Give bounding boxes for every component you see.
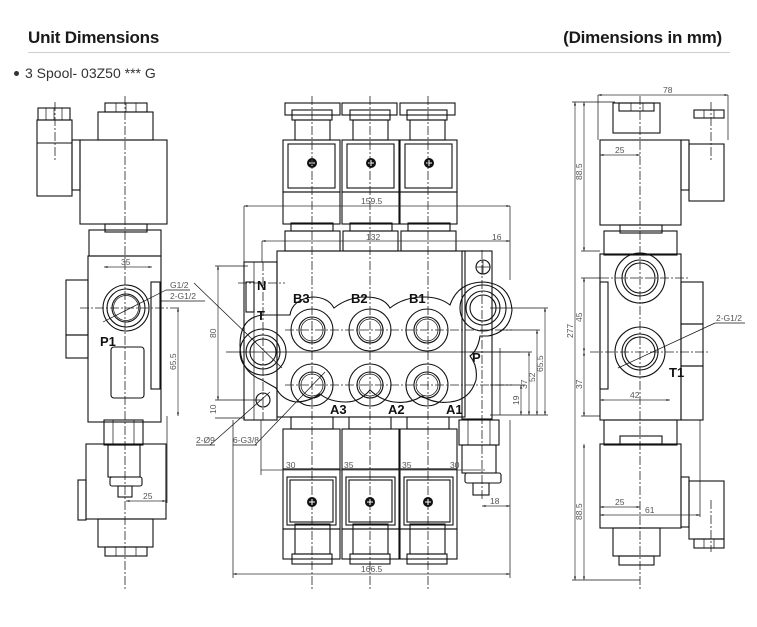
dim-left-35: 35: [121, 257, 131, 267]
port-label-b1: B1: [409, 291, 426, 306]
dim-right-277: 277: [565, 324, 575, 338]
dim-front-16: 16: [492, 232, 502, 242]
dim-right-25-bot: 25: [615, 497, 625, 507]
right-bottom-coil: [599, 443, 682, 529]
section-title: Unit Dimensions: [28, 28, 160, 47]
port-web-outline: [239, 281, 513, 403]
model-label: 3 Spool- 03Z50 *** G: [14, 65, 156, 81]
left-top-plug: [36, 119, 73, 197]
dim-front-52: 52: [527, 372, 537, 382]
bullet-icon: [14, 70, 19, 76]
dim-front-132: 132: [366, 232, 380, 242]
left-callout-g12: G1/2: [170, 280, 189, 290]
left-top-coil: [79, 139, 168, 225]
dim-front-18: 18: [490, 496, 500, 506]
dim-front-30a: 30: [286, 460, 296, 470]
port-label-b2: B2: [351, 291, 368, 306]
dim-front-37: 37: [519, 379, 529, 389]
right-top-coil: [599, 139, 682, 226]
left-callout-2g12: 2-G1/2: [170, 291, 196, 301]
front-view: N T P B3 B2 B1 A3 A2 A1: [193, 96, 548, 590]
port-label-a3: A3: [330, 402, 347, 417]
left-side-view: G1/2 2-G1/2 P1 35 65.5 25: [36, 96, 205, 590]
port-label-n: N: [257, 278, 266, 293]
front-bottom-solenoids: [282, 416, 458, 565]
dim-right-37: 37: [574, 379, 584, 389]
left-bottom-coil: [85, 443, 167, 520]
port-label-p1: P1: [100, 334, 116, 349]
dim-front-35a: 35: [344, 460, 354, 470]
dim-left-25: 25: [143, 491, 153, 501]
dim-front-159-5: 159.5: [361, 196, 383, 206]
dim-front-30b: 30: [450, 460, 460, 470]
dim-right-45: 45: [574, 312, 584, 322]
dim-left-65-5: 65.5: [168, 353, 178, 370]
left-top-coil-cap: [97, 111, 154, 141]
port-label-a1: A1: [446, 402, 463, 417]
front-valve-body: [276, 250, 466, 418]
callout-6-g3-8: 6-G3/8: [233, 435, 259, 445]
dim-front-166-5: 166.5: [361, 564, 383, 574]
dim-right-25-top: 25: [615, 145, 625, 155]
port-label-t1: T1: [669, 365, 684, 380]
dim-front-65-5: 65.5: [535, 355, 545, 372]
model-label-text: 3 Spool- 03Z50 *** G: [25, 65, 156, 81]
port-label-a2: A2: [388, 402, 405, 417]
right-callout-2g12: 2-G1/2: [716, 313, 742, 323]
left-body: [87, 255, 162, 423]
units-note: (Dimensions in mm): [563, 28, 722, 47]
dim-front-35b: 35: [402, 460, 412, 470]
dim-front-10: 10: [208, 404, 218, 414]
section-header: Unit Dimensions (Dimensions in mm): [28, 28, 730, 53]
dim-front-80: 80: [208, 328, 218, 338]
dim-right-61: 61: [645, 505, 655, 515]
dim-right-78: 78: [663, 85, 673, 95]
callout-2-dia9: 2-Ø9: [196, 435, 215, 445]
right-side-view: 2-G1/2 T1 78 88.5 277 45 37 42 25: [565, 85, 745, 590]
dim-right-88-5-top: 88.5: [574, 163, 584, 180]
port-label-b3: B3: [293, 291, 310, 306]
port-label-p: P: [472, 350, 481, 365]
port-label-t: T: [257, 308, 265, 323]
dim-right-88-5-bot: 88.5: [574, 503, 584, 520]
dim-right-42: 42: [630, 390, 640, 400]
fitting-knob: [472, 482, 490, 496]
dim-front-19: 19: [511, 395, 521, 405]
